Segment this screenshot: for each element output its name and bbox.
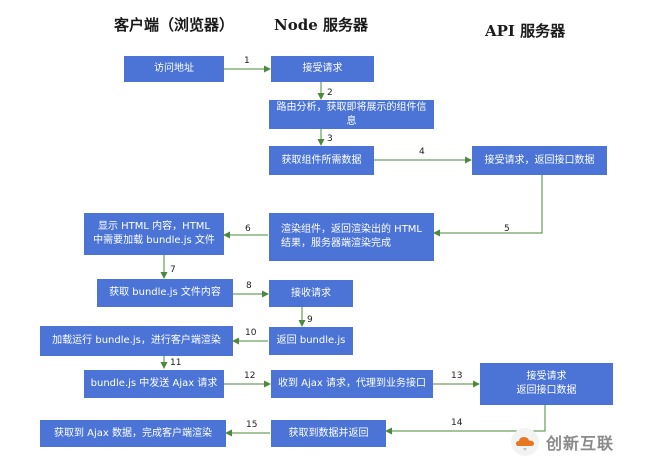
box-return-bundle: 返回 bundle.js xyxy=(269,327,353,355)
step-label-15: 15 xyxy=(246,420,257,430)
box-route-analysis: 路由分析，获取即将展示的组件信息 xyxy=(269,100,434,129)
box-show-html: 显示 HTML 内容，HTML 中需要加载 bundle.js 文件 xyxy=(84,213,224,255)
box-return-bundle-text: 返回 bundle.js xyxy=(276,335,346,346)
step-label-5: 5 xyxy=(504,224,510,234)
box-fetch-text: 获取组件所需数据 xyxy=(281,154,362,166)
box-api-receive-text: 接受请求，返回接口数据 xyxy=(484,154,595,166)
watermark-logo-text: 创新互联 xyxy=(546,434,615,453)
box-show-line2: 中需要加载 bundle.js 文件 xyxy=(93,235,215,246)
step-label-11: 11 xyxy=(170,358,181,368)
step-label-8: 8 xyxy=(246,281,252,291)
box-run-bundle: 加载运行 bundle.js，进行客户端渲染 xyxy=(40,326,233,356)
box-get-bundle-text: 获取 bundle.js 文件内容 xyxy=(109,287,221,298)
box-ajax-done-text: 获取到 Ajax 数据，完成客户端渲染 xyxy=(53,427,213,439)
box-render-line2: 结果，服务器端渲染完成 xyxy=(281,238,391,249)
box-run-bundle-text: 加载运行 bundle.js，进行客户端渲染 xyxy=(52,335,221,346)
box-proxy-text: 收到 Ajax 请求，代理到业务接口 xyxy=(277,378,427,389)
box-recv-req-text: 接收请求 xyxy=(291,287,331,299)
box-render-line1: 渲染组件，返回渲染出的 HTML xyxy=(281,224,423,235)
step-label-12: 12 xyxy=(244,371,255,381)
step-label-4: 4 xyxy=(419,147,425,157)
box-route-text: 路由分析，获取即将展示的组件信息 xyxy=(276,101,427,127)
step-label-14: 14 xyxy=(451,418,463,428)
box-receive-text: 接受请求 xyxy=(302,63,343,74)
step-label-2: 2 xyxy=(327,88,333,98)
box-proxy-request: 收到 Ajax 请求，代理到业务接口 xyxy=(271,370,433,398)
arrow-5 xyxy=(433,175,543,237)
header-client: 客户端（浏览器） xyxy=(114,16,235,34)
arrow-14 xyxy=(385,405,546,435)
watermark-logo: 创新互联 xyxy=(510,424,645,460)
box-visit-text: 访问地址 xyxy=(154,63,194,74)
header-api: API 服务器 xyxy=(485,22,566,40)
step-label-6: 6 xyxy=(245,224,251,234)
box-api2-line1: 接受请求 xyxy=(526,371,567,382)
box-get-bundle: 获取 bundle.js 文件内容 xyxy=(97,279,233,307)
step-label-13: 13 xyxy=(451,371,462,381)
box-get-data-text: 获取到数据并返回 xyxy=(288,427,369,439)
step-label-10: 10 xyxy=(245,328,257,338)
box-api-receive-2: 接受请求返回接口数据 xyxy=(480,363,613,405)
cloud-logo-icon xyxy=(511,428,539,456)
box-visit-address: 访问地址 xyxy=(124,56,224,82)
step-label-7: 7 xyxy=(170,265,176,275)
box-get-data-return: 获取到数据并返回 xyxy=(271,420,386,447)
step-label-3: 3 xyxy=(327,134,333,144)
box-send-ajax-text: bundle.js 中发送 Ajax 请求 xyxy=(90,378,218,389)
step-label-9: 9 xyxy=(307,315,313,325)
box-ajax-done: 获取到 Ajax 数据，完成客户端渲染 xyxy=(40,420,226,447)
box-send-ajax: bundle.js 中发送 Ajax 请求 xyxy=(84,370,224,398)
box-api-receive: 接受请求，返回接口数据 xyxy=(472,146,607,175)
box-show-line1: 显示 HTML 内容，HTML xyxy=(97,221,210,232)
box-render-component: 渲染组件，返回渲染出的 HTML 结果，服务器端渲染完成 xyxy=(269,213,434,261)
box-receive-request-2: 接收请求 xyxy=(269,280,353,307)
header-node: Node 服务器 xyxy=(274,16,368,34)
box-receive-request: 接受请求 xyxy=(271,56,374,82)
box-fetch-data: 获取组件所需数据 xyxy=(269,146,374,175)
box-api2-line2: 返回接口数据 xyxy=(516,385,577,396)
step-label-1: 1 xyxy=(244,56,250,66)
